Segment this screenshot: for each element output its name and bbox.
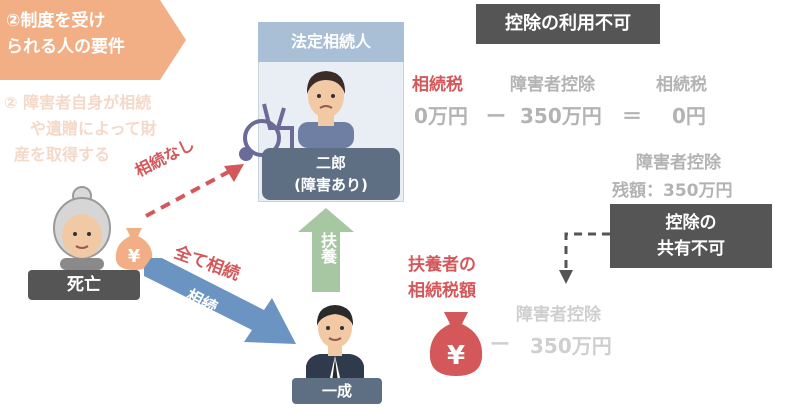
- supporter-tax-label: 扶養者の 相続税額: [408, 252, 476, 304]
- remaining-value: 残額：350万円: [612, 181, 733, 201]
- jiro-label-box: 二郎 (障害あり): [262, 148, 400, 200]
- no-sharing-box: 控除の 共有不可: [610, 204, 772, 268]
- supporter-tax-line2: 相続税額: [408, 281, 476, 301]
- support-label: 扶養: [318, 232, 337, 264]
- requirement-tab-line2: られる人の要件: [6, 37, 125, 57]
- minus-sign: ー: [486, 104, 506, 128]
- requirement-detail: ② 障害者自身が相続 や遺贈によって財 産を取得する: [4, 90, 204, 168]
- supporter-tax-line1: 扶養者の: [408, 255, 476, 275]
- jiro-note: (障害あり): [294, 176, 368, 194]
- money-bag-small-icon: ¥: [115, 228, 153, 270]
- issei-avatar-icon: [306, 305, 364, 382]
- supporter-deduction-label: 障害者控除: [516, 305, 601, 325]
- remaining-label: 障害者控除: [636, 153, 721, 173]
- jiro-avatar-icon: [298, 71, 354, 148]
- support-arrow: [298, 208, 354, 292]
- supporter-deduction-value: 350万円: [530, 334, 612, 358]
- no-inherit-arrow: [145, 164, 244, 218]
- grandmother-avatar-icon: [53, 186, 111, 270]
- requirement-tab-shape: [0, 0, 186, 80]
- requirement-detail-line1: ② 障害者自身が相続: [4, 93, 152, 112]
- no-sharing-line1: 控除の: [665, 213, 717, 233]
- result-value: 0円: [672, 104, 706, 128]
- tax-value: 0万円: [414, 104, 468, 128]
- money-bag-small-symbol: ¥: [128, 246, 141, 267]
- dashed-connector-arrow: [559, 232, 610, 284]
- equals-sign: ＝: [622, 104, 642, 128]
- supporter-minus-sign: ー: [490, 332, 510, 356]
- wheelchair-icon: [239, 103, 294, 161]
- money-bag-red-symbol: ¥: [447, 341, 465, 371]
- requirement-tab-line1: ②制度を受け: [6, 11, 106, 31]
- inherit-arrow: [144, 258, 296, 344]
- deduction-unavailable-banner: 控除の利用不可: [476, 4, 660, 44]
- deceased-label: 死亡: [28, 270, 140, 300]
- deduction-label: 障害者控除: [510, 75, 595, 95]
- jiro-name: 二郎: [315, 154, 346, 172]
- tax-label: 相続税: [412, 75, 463, 95]
- requirement-tab-title: ②制度を受け られる人の要件: [6, 8, 166, 60]
- son-label: 一成: [292, 378, 382, 404]
- no-sharing-line2: 共有不可: [657, 239, 725, 259]
- deduction-value: 350万円: [520, 104, 602, 128]
- requirement-detail-line3: 産を取得する: [14, 145, 111, 164]
- money-bag-red-icon: ¥: [429, 312, 483, 376]
- requirement-detail-line2: や遺贈によって財: [30, 119, 157, 138]
- legal-heir-header: 法定相続人: [258, 22, 404, 62]
- result-label: 相続税: [656, 75, 707, 95]
